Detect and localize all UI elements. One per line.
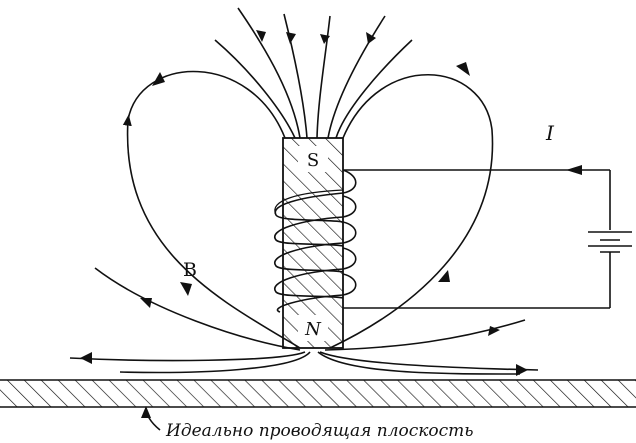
field-line-low-right xyxy=(324,319,526,351)
field-line-right-loop xyxy=(329,74,494,349)
arrow-right-loop-low xyxy=(438,270,450,282)
arrow-plane-left xyxy=(80,352,92,364)
field-line-left-loop xyxy=(122,70,301,349)
field-line-top-5 xyxy=(214,39,296,139)
arrow-top-1 xyxy=(256,30,266,42)
arrow-plane-right xyxy=(516,364,528,376)
caption-pointer-arrow xyxy=(141,406,151,418)
field-line-top-4 xyxy=(327,15,386,139)
field-line-top-3 xyxy=(316,15,331,139)
field-label: B xyxy=(183,259,197,281)
north-pole-label-bg xyxy=(298,315,328,341)
battery-icon xyxy=(588,231,632,253)
arrow-left-loop-low xyxy=(180,282,192,296)
caption: Идеально проводящая плоскость xyxy=(141,406,474,441)
field-line-top-6 xyxy=(335,39,413,139)
circuit: I xyxy=(343,121,632,309)
field-line-top-1 xyxy=(237,7,301,139)
field-line-plane-right-2 xyxy=(317,351,521,375)
field-line-plane-right xyxy=(319,351,539,371)
arrow-top-4 xyxy=(366,32,376,44)
field-lines: B xyxy=(69,7,539,376)
arrow-low-left xyxy=(140,298,152,308)
north-pole-label: N xyxy=(304,319,322,340)
south-pole-label: S xyxy=(307,150,319,171)
field-line-low-left xyxy=(94,267,301,351)
field-line-plane-left xyxy=(69,351,306,362)
arrow-top-2 xyxy=(286,32,296,44)
arrow-low-right xyxy=(488,326,500,336)
arrow-right-loop-top xyxy=(456,62,470,76)
caption-text: Идеально проводящая плоскость xyxy=(165,421,474,441)
coil xyxy=(273,169,357,313)
arrow-left-loop-top xyxy=(152,72,165,86)
current-label: I xyxy=(545,121,555,145)
current-arrow xyxy=(566,165,582,175)
field-line-plane-left-2 xyxy=(119,351,311,374)
south-pole-label-bg xyxy=(298,146,328,172)
field-line-top-2 xyxy=(283,13,308,139)
arrow-top-3 xyxy=(320,34,330,44)
conducting-plane xyxy=(0,379,636,408)
